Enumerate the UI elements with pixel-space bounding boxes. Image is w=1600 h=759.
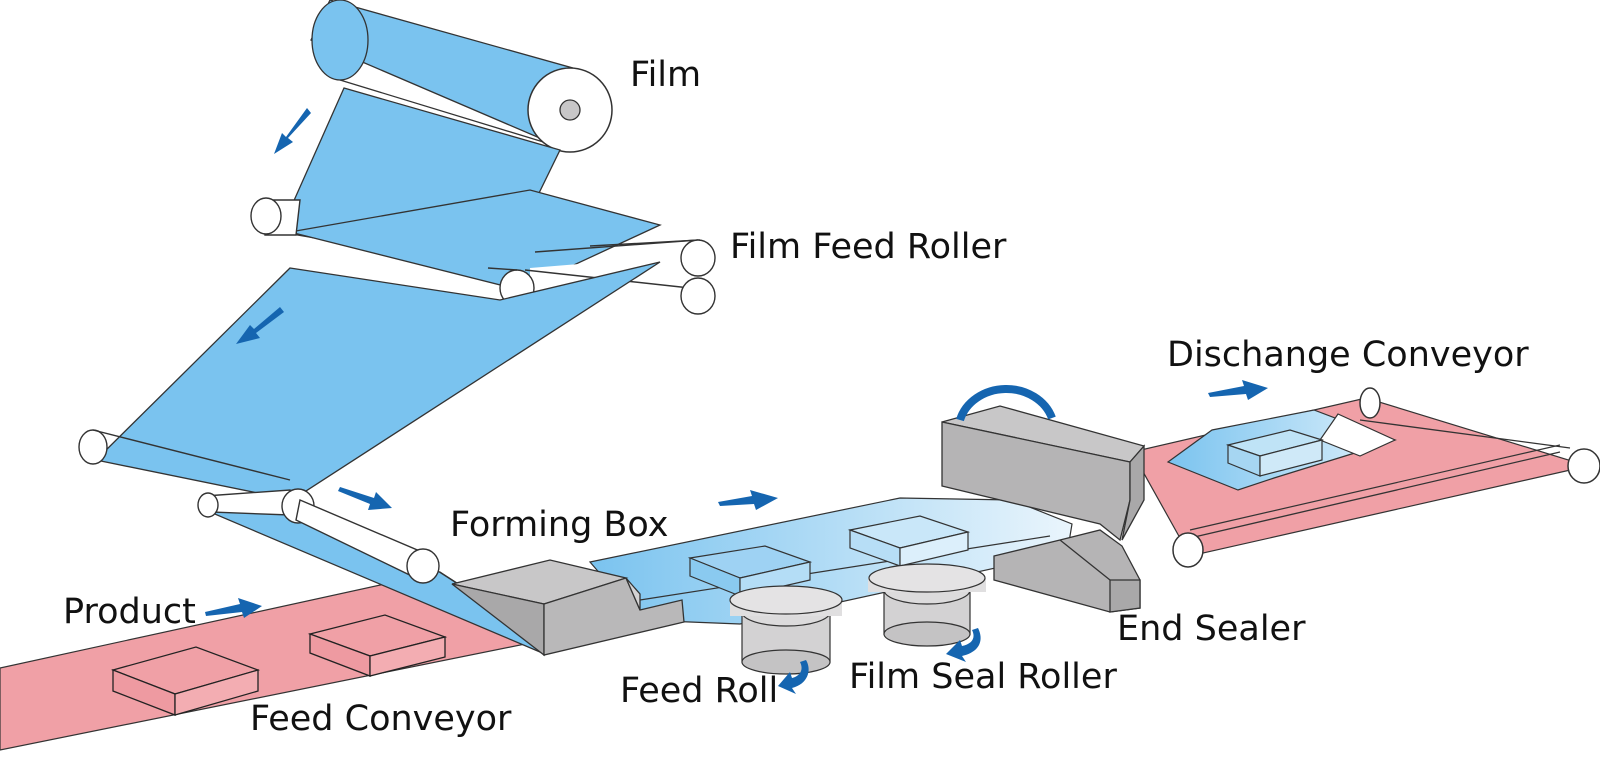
arrow-tube-direction xyxy=(718,490,778,510)
label-product: Product xyxy=(63,592,196,632)
film-roll-core xyxy=(559,99,581,121)
film-seal-roller xyxy=(868,563,986,647)
discharge-conveyor-belt xyxy=(1131,387,1600,568)
label-feed-conveyor: Feed Conveyor xyxy=(250,699,512,739)
arrow-discharge-direction xyxy=(1208,380,1268,400)
label-end-sealer: End Sealer xyxy=(1117,609,1306,649)
end-sealer xyxy=(941,405,1146,613)
feed-roll-rotation-arrow xyxy=(778,660,809,694)
discharge-roller-front xyxy=(1172,451,1561,568)
arrow-product-direction xyxy=(205,598,262,618)
discharge-roller-right xyxy=(1359,419,1600,484)
idler-roller-forming xyxy=(295,499,440,584)
arrow-film-down-2 xyxy=(236,307,284,344)
arrow-film-down-1 xyxy=(274,108,311,154)
label-forming-box: Forming Box xyxy=(450,505,668,545)
arrow-film-to-forming xyxy=(338,487,392,510)
idler-roller-left xyxy=(78,429,291,481)
label-film: Film xyxy=(630,55,701,95)
film-seal-rotation-arrow xyxy=(946,628,981,662)
forming-box xyxy=(451,559,685,657)
film-roll xyxy=(310,0,613,153)
direction-arrows xyxy=(205,108,1268,694)
label-feed-roll: Feed Roll xyxy=(620,671,778,711)
idler-roller-lower xyxy=(197,488,315,524)
label-film-seal-roller: Film Seal Roller xyxy=(849,657,1117,697)
discharge-roller-back xyxy=(1359,387,1381,419)
packed-product xyxy=(1166,409,1397,491)
product-box-2 xyxy=(307,614,448,677)
product-box-1 xyxy=(110,646,261,716)
wrapped-product-2 xyxy=(847,515,971,567)
feed-roll xyxy=(729,585,843,675)
idler-roller-upper xyxy=(250,197,301,236)
film-web-lower xyxy=(94,261,661,501)
label-film-feed-roller: Film Feed Roller xyxy=(730,227,1007,267)
label-dischange-conveyor: Dischange Conveyor xyxy=(1167,335,1529,375)
end-sealer-rotation-arrow xyxy=(956,384,1056,422)
